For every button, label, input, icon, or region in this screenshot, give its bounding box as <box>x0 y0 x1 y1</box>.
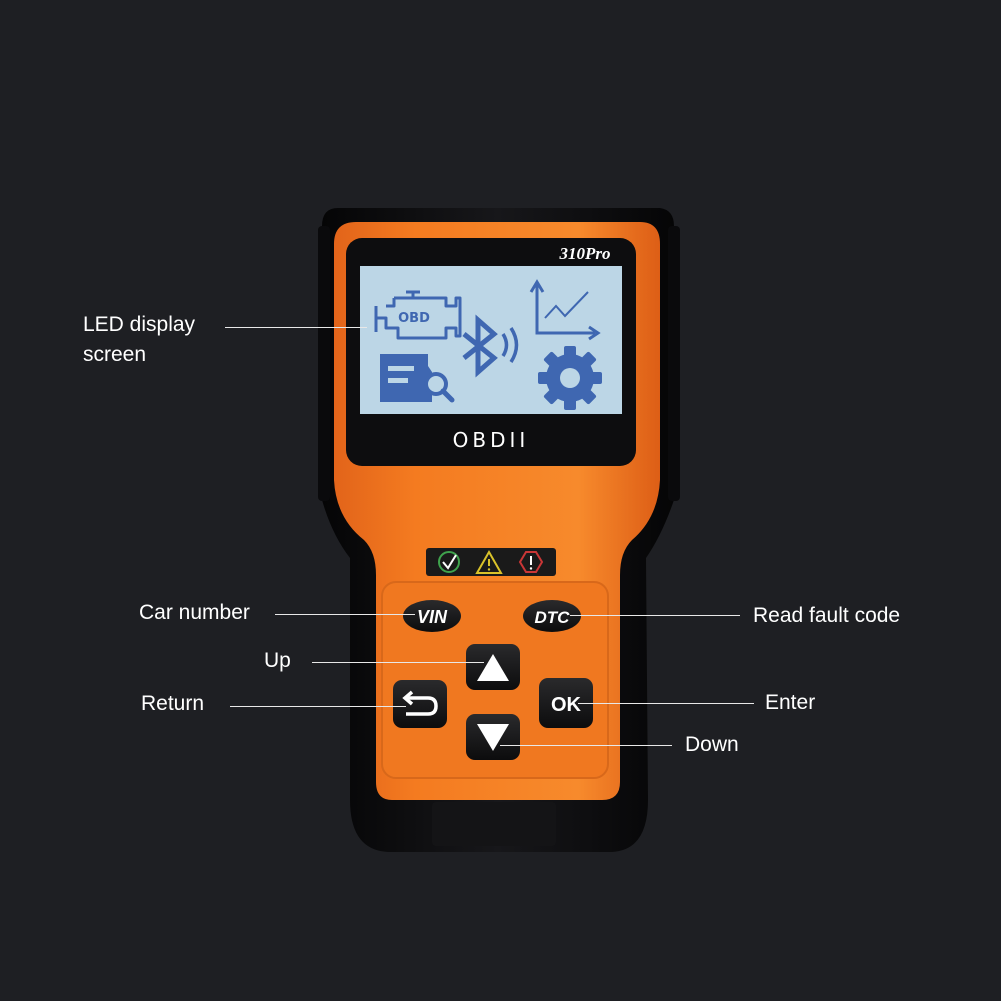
enter-callout: Enter <box>765 691 816 714</box>
bluetooth-icon <box>462 314 519 378</box>
ok-button-label: OK <box>551 694 582 716</box>
down-button[interactable] <box>466 714 520 760</box>
return-leader <box>230 706 406 707</box>
enter-leader <box>578 703 754 704</box>
return-callout: Return <box>141 692 205 715</box>
engine-obd-icon <box>374 290 462 340</box>
down-callout: Down <box>685 733 739 756</box>
gear-icon <box>538 346 602 410</box>
car-number-callout: Car number <box>139 601 250 624</box>
brand-label: OBDII <box>453 428 530 452</box>
document-search-icon <box>380 354 455 403</box>
up-leader <box>312 662 484 663</box>
dtc-button[interactable]: DTC <box>523 600 581 632</box>
return-arrow-icon <box>402 690 438 716</box>
read-fault-code-leader <box>570 615 740 616</box>
up-button[interactable] <box>466 644 520 690</box>
led-display-callout: LED display screen <box>83 310 195 370</box>
vin-button[interactable]: VIN <box>403 600 461 632</box>
vin-button-label: VIN <box>417 607 448 627</box>
car-number-leader <box>275 614 415 615</box>
engine-icon-text: OBD <box>398 311 430 326</box>
led-display-leader <box>225 327 367 328</box>
down-arrow-icon <box>477 724 509 751</box>
line-chart-icon <box>529 279 601 341</box>
up-callout: Up <box>264 649 291 672</box>
model-label: 310Pro <box>559 244 611 263</box>
down-leader <box>500 745 672 746</box>
ok-button[interactable]: OK <box>539 678 593 728</box>
error-icon <box>518 551 544 573</box>
bottom-slot <box>432 802 556 846</box>
warning-icon <box>475 549 503 574</box>
up-arrow-icon <box>477 654 509 681</box>
read-fault-code-callout: Read fault code <box>753 604 901 627</box>
dtc-button-label: DTC <box>535 608 571 627</box>
return-button[interactable] <box>393 680 447 728</box>
check-icon <box>438 551 460 573</box>
led-display-callout-line2: screen <box>83 343 147 366</box>
led-display-callout-line1: LED display <box>83 313 196 336</box>
